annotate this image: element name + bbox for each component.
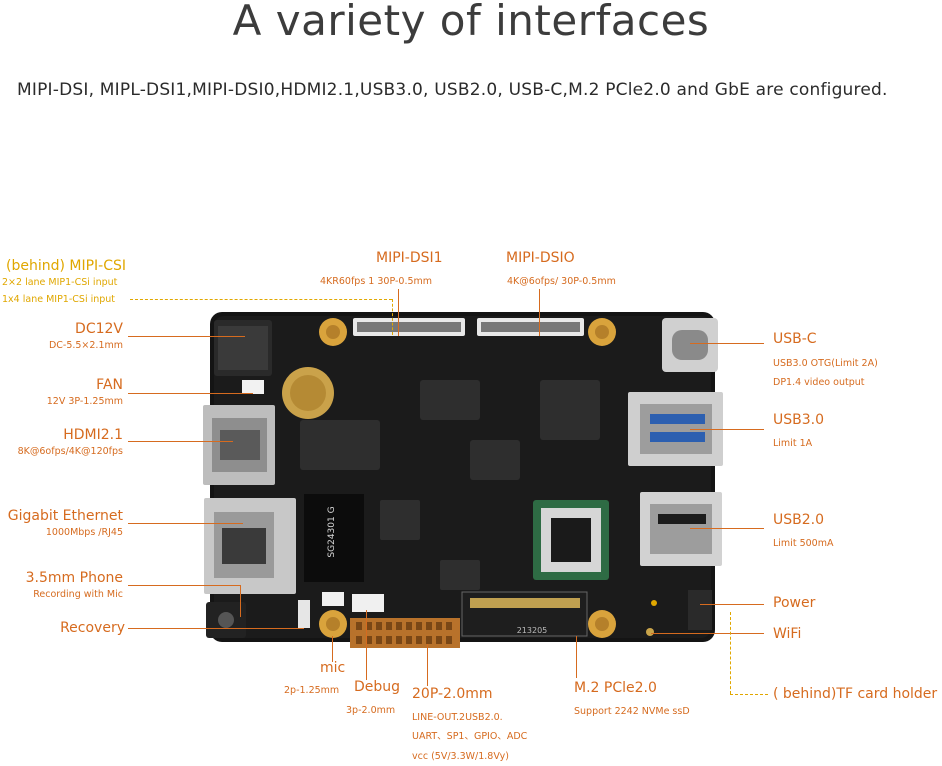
usb3-label: USB3.0 xyxy=(773,412,825,428)
fan-label: FAN xyxy=(96,377,123,393)
usb2-sub: Limit 500mA xyxy=(773,538,834,549)
power-leader xyxy=(700,604,764,605)
hdmi-label: HDMI2.1 xyxy=(63,427,123,443)
phone-leader-v xyxy=(240,585,241,617)
mipi-csi-sub1: 2×2 lane MIP1-CSi input xyxy=(2,277,118,288)
phone-label: 3.5mm Phone xyxy=(25,570,123,586)
page-title: A variety of interfaces xyxy=(232,0,710,45)
usbc-leader xyxy=(690,343,764,344)
usb2-label: USB2.0 xyxy=(773,512,825,528)
debug-leader xyxy=(366,610,367,680)
debug-label: Debug xyxy=(354,679,401,695)
mic-leader xyxy=(332,636,333,662)
dc12v-label: DC12V xyxy=(75,321,123,337)
tf-leader-v xyxy=(730,612,731,694)
m2-code: 213205 xyxy=(517,626,548,635)
dc-leader xyxy=(128,336,245,337)
csi-leader-v xyxy=(392,299,393,335)
mipi-dsi1-sub: 4KR60fps 1 30P-0.5mm xyxy=(320,276,433,287)
eth-leader xyxy=(128,523,243,524)
wifi-label: WiFi xyxy=(773,626,802,642)
ethernet-sub: 1000Mbps /RJ45 xyxy=(45,527,123,538)
m2-leader xyxy=(576,636,577,678)
fan-leader xyxy=(128,393,253,394)
recovery-leader xyxy=(128,628,304,629)
fan-sub: 12V 3P-1.25mm xyxy=(46,396,123,407)
usb-c-sub2: DP1.4 video output xyxy=(773,377,865,388)
usb-c-label: USB-C xyxy=(773,331,817,347)
usb3-leader xyxy=(690,429,764,430)
gpio-sub3: vcc (5V/3.3W/1.8Vy) xyxy=(412,751,509,762)
tf-card-label: ( behind)TF card holder xyxy=(773,686,938,702)
dc12v-sub: DC-5.5×2.1mm xyxy=(48,340,123,351)
page-subtitle: MIPI-DSI, MIPL-DSI1,MIPI-DSI0,HDMI2.1,US… xyxy=(17,80,888,100)
mipi-csi-sub2: 1x4 lane MIP1-CSi input xyxy=(2,294,116,305)
power-connector xyxy=(688,590,712,630)
usb3-sub: Limit 1A xyxy=(773,438,813,449)
gpio-leader xyxy=(427,644,428,686)
mipi-dsi0-label: MIPI-DSIO xyxy=(506,250,575,266)
tf-leader xyxy=(730,694,768,695)
m2-label: M.2 PCle2.0 xyxy=(574,680,657,696)
phone-sub: Recording with Mic xyxy=(33,589,123,600)
hdmi-leader xyxy=(128,441,233,442)
debug-sub: 3p-2.0mm xyxy=(346,705,396,716)
network-chip xyxy=(304,494,364,582)
ethernet-label: Gigabit Ethernet xyxy=(7,508,123,524)
mipi-dsi0-sub: 4K@6ofps/ 30P-0.5mm xyxy=(507,276,616,287)
power-led xyxy=(651,600,657,606)
wifi-antenna-pad xyxy=(646,628,654,636)
chip-mark: SG24301 G xyxy=(327,506,337,557)
phone-leader xyxy=(128,585,240,586)
m2-sub: Support 2242 NVMe ssD xyxy=(574,706,690,717)
gpio-sub2: UART、SP1、GPIO、ADC xyxy=(412,731,528,742)
recovery-label: Recovery xyxy=(60,620,125,636)
gpio-label: 20P-2.0mm xyxy=(412,686,493,702)
recovery-button xyxy=(298,600,310,628)
mic-sub: 2p-1.25mm xyxy=(284,685,340,696)
gpio-sub1: LINE-OUT.2USB2.0. xyxy=(412,712,503,723)
csi-leader xyxy=(130,299,392,300)
mounting-holes xyxy=(319,318,616,638)
mipi-dsi1-label: MIPI-DSI1 xyxy=(376,250,443,266)
mic-connector xyxy=(322,592,344,606)
dsi0-leader xyxy=(539,289,540,336)
usb2-leader xyxy=(690,528,764,529)
mic-label: mic xyxy=(320,660,346,676)
hdmi-sub: 8K@6ofps/4K@120fps xyxy=(17,446,123,457)
power-label: Power xyxy=(773,595,816,611)
usb-c-sub1: USB3.0 OTG(Limit 2A) xyxy=(773,358,878,369)
fan-connector xyxy=(242,380,264,394)
dsi1-leader xyxy=(398,289,399,336)
wifi-leader xyxy=(651,633,764,634)
mipi-csi-label: (behind) MIPI-CSI xyxy=(6,258,127,274)
debug-connector xyxy=(352,594,384,612)
